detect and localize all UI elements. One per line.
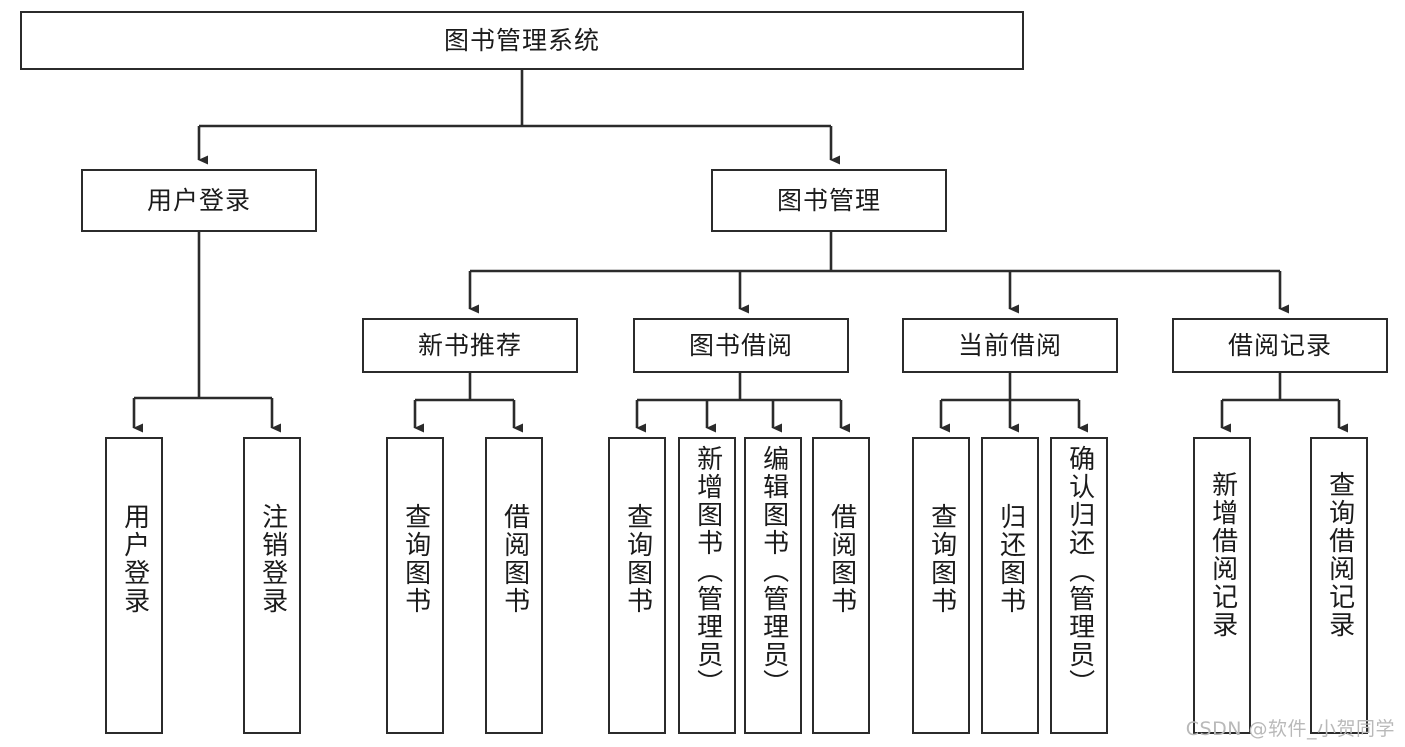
node-book-borrow-label: 图书借阅 xyxy=(688,330,793,360)
leaf-edit-book[interactable]: 编辑图书（管理员） xyxy=(744,437,802,734)
leaf-return-book[interactable]: 归还图书 xyxy=(981,437,1039,734)
leaf-query-book-2-label: 查询图书 xyxy=(622,503,653,615)
node-borrow-record-label: 借阅记录 xyxy=(1227,330,1332,360)
leaf-edit-book-label: 编辑图书（管理员） xyxy=(758,445,789,697)
leaf-confirm-return-label: 确认归还（管理员） xyxy=(1064,445,1095,697)
node-book-management-label: 图书管理 xyxy=(776,185,881,215)
node-new-book-recommend[interactable]: 新书推荐 xyxy=(362,318,578,373)
node-borrow-record[interactable]: 借阅记录 xyxy=(1172,318,1388,373)
node-book-borrow[interactable]: 图书借阅 xyxy=(633,318,849,373)
node-user-login-label: 用户登录 xyxy=(146,185,251,215)
leaf-query-book-3[interactable]: 查询图书 xyxy=(912,437,970,734)
node-current-borrow-label: 当前借阅 xyxy=(957,330,1062,360)
node-root-label: 图书管理系统 xyxy=(443,25,600,55)
leaf-query-borrow-record-label: 查询借阅记录 xyxy=(1324,471,1355,639)
leaf-query-book-3-label: 查询图书 xyxy=(926,503,957,615)
leaf-query-book-2[interactable]: 查询图书 xyxy=(608,437,666,734)
node-user-login[interactable]: 用户登录 xyxy=(81,169,317,232)
leaf-query-book-1[interactable]: 查询图书 xyxy=(386,437,444,734)
leaf-return-book-label: 归还图书 xyxy=(995,503,1026,615)
leaf-add-borrow-record-label: 新增借阅记录 xyxy=(1207,471,1238,639)
node-new-book-recommend-label: 新书推荐 xyxy=(417,330,522,360)
leaf-query-book-1-label: 查询图书 xyxy=(400,503,431,615)
leaf-add-book-label: 新增图书（管理员） xyxy=(692,445,723,697)
leaf-borrow-book-1[interactable]: 借阅图书 xyxy=(485,437,543,734)
leaf-user-login[interactable]: 用户登录 xyxy=(105,437,163,734)
leaf-borrow-book-1-label: 借阅图书 xyxy=(499,503,530,615)
leaf-logout-login[interactable]: 注销登录 xyxy=(243,437,301,734)
leaf-user-login-label: 用户登录 xyxy=(119,503,150,615)
node-current-borrow[interactable]: 当前借阅 xyxy=(902,318,1118,373)
leaf-add-borrow-record[interactable]: 新增借阅记录 xyxy=(1193,437,1251,734)
csdn-watermark: CSDN @软件_小贺同学 xyxy=(1185,718,1395,740)
leaf-borrow-book-2[interactable]: 借阅图书 xyxy=(812,437,870,734)
node-book-management[interactable]: 图书管理 xyxy=(711,169,947,232)
leaf-borrow-book-2-label: 借阅图书 xyxy=(826,503,857,615)
node-root[interactable]: 图书管理系统 xyxy=(20,11,1024,70)
leaf-logout-login-label: 注销登录 xyxy=(257,503,288,615)
leaf-query-borrow-record[interactable]: 查询借阅记录 xyxy=(1310,437,1368,734)
leaf-confirm-return[interactable]: 确认归还（管理员） xyxy=(1050,437,1108,734)
leaf-add-book[interactable]: 新增图书（管理员） xyxy=(678,437,736,734)
